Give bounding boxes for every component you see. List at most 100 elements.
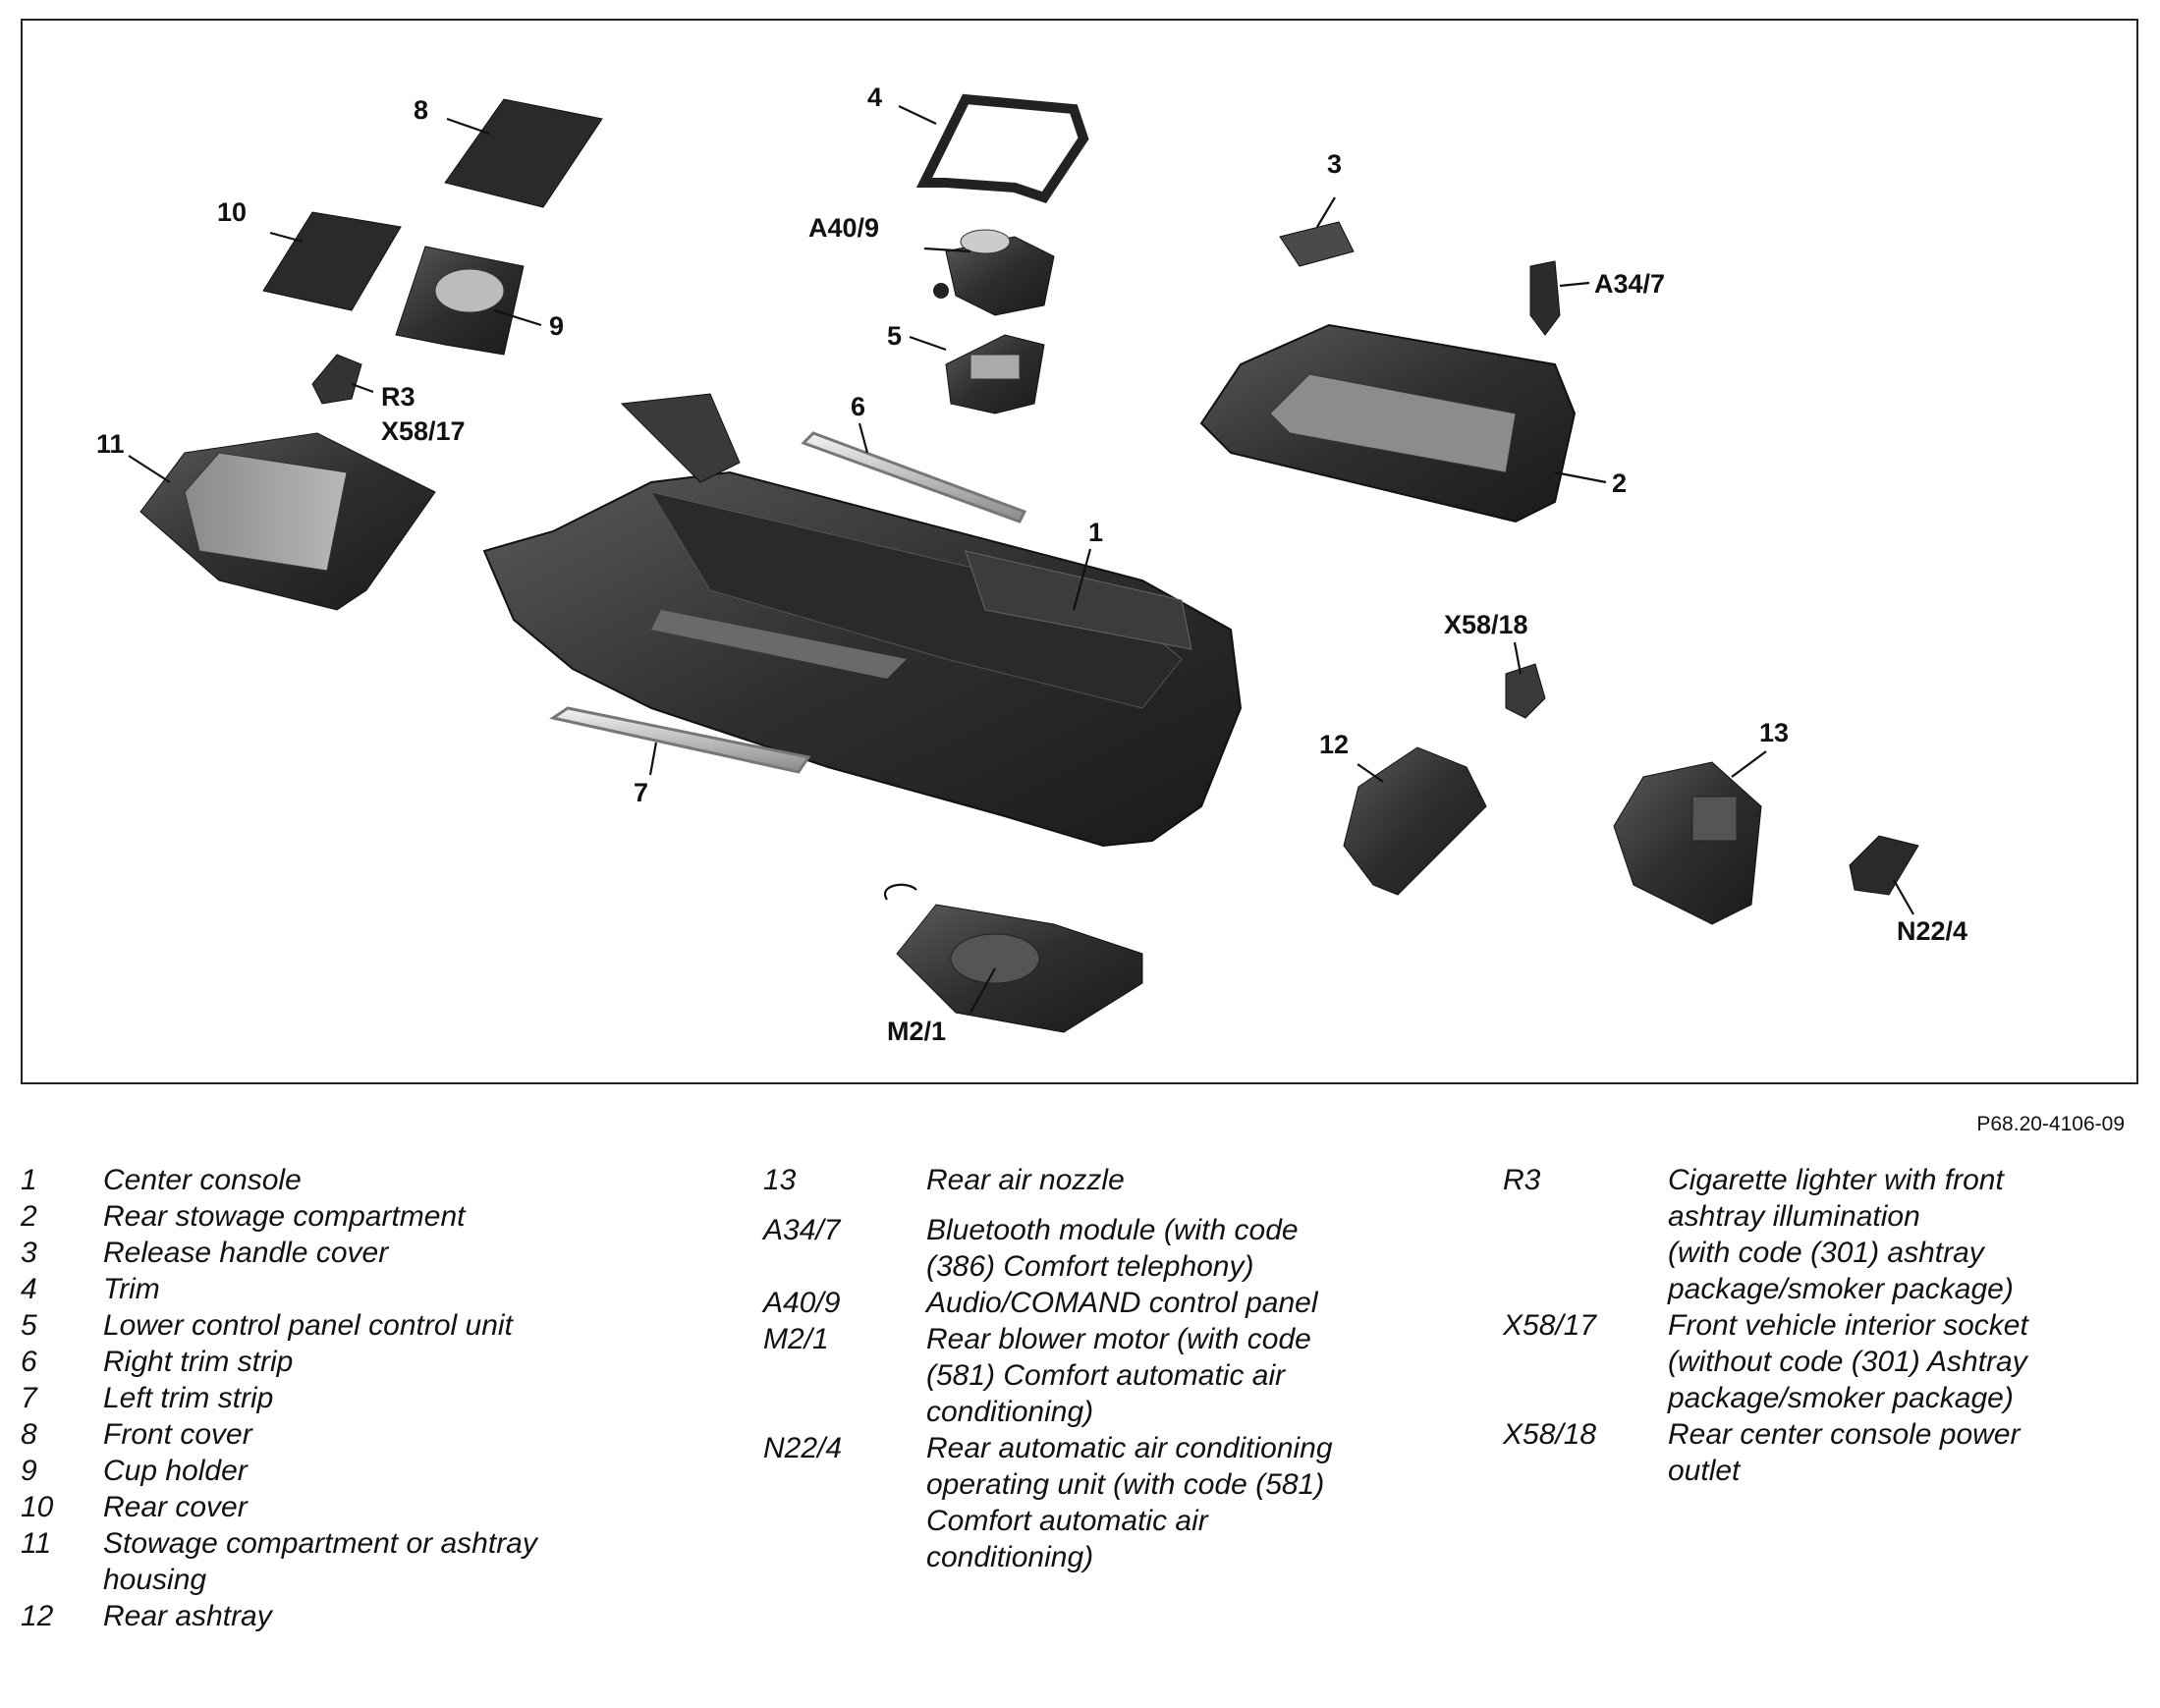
legend-text: (581) Comfort automatic air [926,1359,1286,1392]
legend-key: 4 [21,1273,37,1305]
figure-id: P68.20-4106-09 [1976,1113,2125,1135]
legend-text: Stowage compartment or ashtray [103,1527,537,1560]
legend-item: R3 Cigarette lighter with front ashtray il… [1503,1162,2141,1307]
part-left-trim-strip [549,706,811,774]
callout-x58-17: X58/17 [381,416,466,446]
legend-item: 2 Rear stowage compartment [21,1198,659,1235]
legend-text: (with code (301) ashtray [1668,1237,1984,1269]
legend-text-block: Stowage compartment or ashtray housing [103,1525,659,1598]
legend-key: X58/18 [1503,1418,1597,1451]
legend-key: 1 [21,1164,37,1196]
callout-12: 12 [1319,730,1349,759]
legend-item: 4 Trim [21,1271,659,1307]
legend-key: 12 [21,1600,54,1632]
callout-m2-1: M2/1 [887,1017,946,1046]
legend-text-block: Rear blower motor (with code(581) Comfor… [926,1321,1431,1430]
legend-column-1: 1 Center console 2 Rear stowage compartmen… [21,1162,659,1634]
callout-3: 3 [1327,149,1342,179]
callout-2: 2 [1612,468,1627,498]
callout-10: 10 [217,197,247,227]
callout-a34-7: A34/7 [1594,269,1665,299]
part-power-outlet [1505,663,1546,719]
legend-text: ashtray illumination [1668,1200,1920,1233]
legend-text: Rear center console power [1668,1418,2021,1451]
part-rear-cover [262,211,402,311]
callout-6: 6 [851,392,865,421]
legend-key: 2 [21,1200,37,1233]
legend-key: 10 [21,1491,54,1523]
legend-text: Rear automatic air conditioning [926,1432,1333,1464]
legend-text: Trim [103,1273,160,1305]
legend-text: package/smoker package) [1668,1273,2014,1305]
callout-a40-9: A40/9 [808,213,879,243]
callout-7: 7 [634,778,648,807]
legend-text: Cup holder [103,1455,248,1487]
callout-x58-18: X58/18 [1444,610,1528,639]
legend-text: Rear stowage compartment [103,1200,466,1233]
legend-key: R3 [1503,1164,1541,1196]
legend-text-block: Front vehicle interior socket (without co… [1668,1307,2141,1416]
legend-item: 11 Stowage compartment or ashtray housing [21,1525,659,1598]
legend-item: 1 Center console [21,1162,659,1198]
legend-item: N22/4 Rear automatic air conditioning oper… [763,1430,1431,1575]
part-operating-unit [1849,835,1919,896]
legend-text: conditioning) [926,1396,1094,1428]
legend-text: (without code (301) Ashtray [1668,1346,2027,1378]
part-front-cover [444,98,603,208]
legend-text: operating unit (with code (581) [926,1468,1325,1501]
part-cigarette-lighter [311,354,362,405]
callout-4: 4 [867,83,882,112]
legend-text-block: Audio/COMAND control panel [926,1285,1431,1321]
part-center-console [482,393,1243,848]
callout-8: 8 [414,95,428,125]
legend-text: package/smoker package) [1668,1382,2014,1414]
legend-key: 11 [21,1527,52,1560]
legend-text-block: Rear automatic air conditioning operating… [926,1430,1431,1575]
legend-text-block: Bluetooth module (with code(386) Comfort… [926,1212,1431,1285]
legend-text: Audio/COMAND control panel [926,1287,1318,1319]
callout-13: 13 [1759,718,1789,747]
legend-text: Front vehicle interior socket [1668,1309,2028,1342]
legend-key: 5 [21,1309,37,1342]
part-rear-stowage-compartment [1199,323,1577,523]
part-rear-ashtray [1343,746,1487,896]
legend-text: Right trim strip [103,1346,294,1378]
legend-text: housing [103,1564,207,1596]
legend-text: outlet [1668,1455,1741,1487]
legend-key: 7 [21,1382,37,1414]
legend-text-block: Rear air nozzle [926,1162,1431,1198]
callout-5: 5 [887,321,902,351]
legend-text: Front cover [103,1418,252,1451]
legend-text: Cigarette lighter with front [1668,1164,2004,1196]
part-bluetooth-module [1529,260,1561,336]
legend-key: N22/4 [763,1432,843,1464]
part-control-panel [933,229,1055,316]
part-lower-control-panel [945,334,1045,414]
legend-key: M2/1 [763,1323,829,1355]
legend-text: Lower control panel control unit [103,1309,513,1342]
callout-r3: R3 [381,382,415,412]
legend-text: Center console [103,1164,302,1196]
legend-text: Release handle cover [103,1237,389,1269]
legend-item: 6 Right trim strip [21,1344,659,1380]
legend-text: Rear cover [103,1491,248,1523]
legend-text: Comfort automatic air [926,1505,1208,1537]
callout-9: 9 [549,311,564,341]
legend-column-3: R3 Cigarette lighter with front ashtray il… [1503,1162,2141,1489]
legend-item: X58/18 Rear center console power outlet [1503,1416,2141,1489]
legend-key: 6 [21,1346,37,1378]
legend-key: X58/17 [1503,1309,1597,1342]
legend-item: M2/1 Rear blower motor (with code(581) Co… [763,1321,1431,1430]
callout-11: 11 [96,429,125,459]
legend-text-block: Cigarette lighter with front ashtray illu… [1668,1162,2141,1307]
legend-item: 5 Lower control panel control unit [21,1307,659,1344]
callout-labels: 8 4 3 A40/9 A34/7 10 9 5 R3 X58/17 6 11 … [96,83,1967,1046]
part-rear-air-nozzle [1613,761,1762,925]
